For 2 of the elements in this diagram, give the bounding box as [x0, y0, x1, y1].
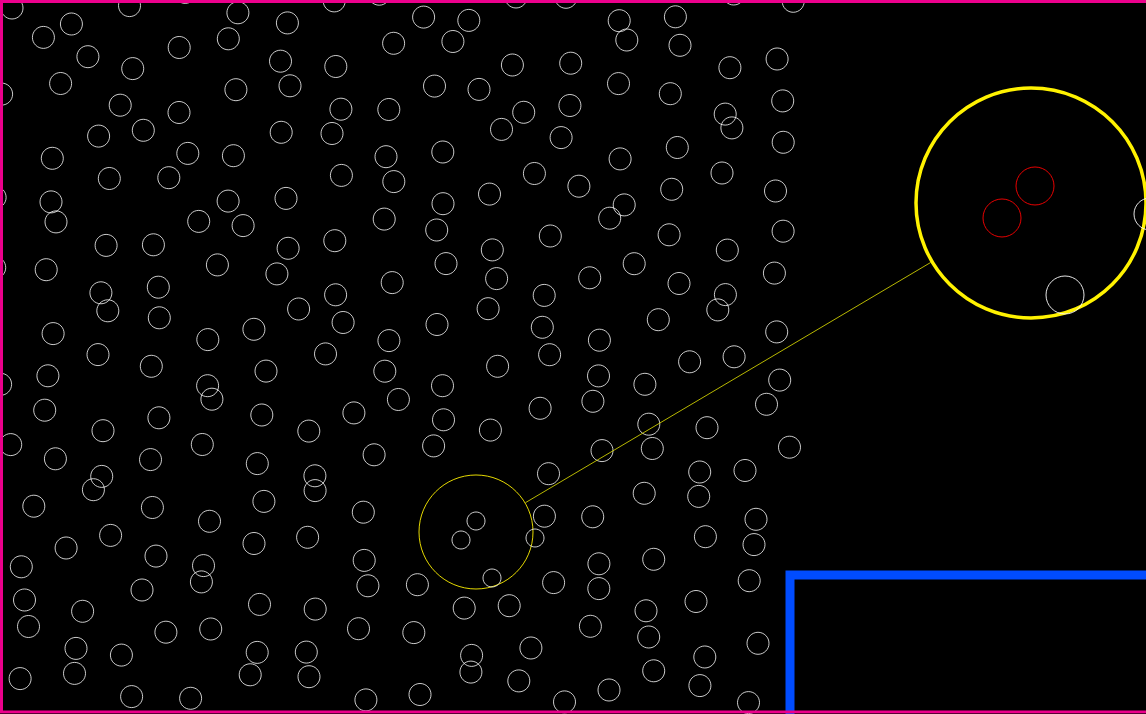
leader-line	[525, 262, 931, 504]
magnifier-circle	[418, 474, 534, 590]
